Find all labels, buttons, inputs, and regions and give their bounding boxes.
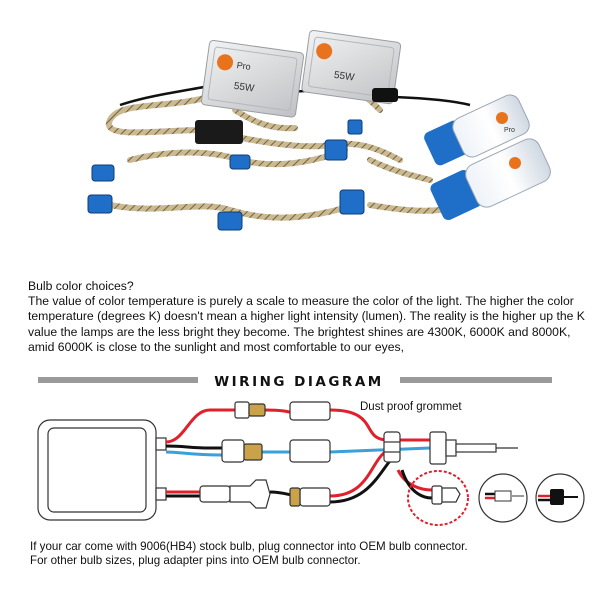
wires bbox=[165, 408, 433, 504]
brand-logo-icon bbox=[316, 43, 333, 60]
description-body: The value of color temperature is purely… bbox=[28, 294, 585, 354]
title-bar-left bbox=[38, 377, 198, 383]
description-block: Bulb color choices? The value of color t… bbox=[28, 279, 588, 355]
grommet bbox=[383, 431, 401, 463]
bulb-connector-detail bbox=[431, 485, 461, 505]
hid-bulb-lower bbox=[430, 138, 551, 221]
black-connector bbox=[372, 88, 398, 102]
title-bar-right bbox=[400, 377, 552, 383]
grommet-label: Dust proof grommet bbox=[360, 401, 462, 413]
ballast-right: 55W bbox=[301, 30, 402, 105]
footer-line-1: If your car come with 9006(HB4) stock bu… bbox=[30, 540, 468, 553]
connectors bbox=[199, 401, 331, 509]
footer-line-2: For other bulb sizes, plug adapter pins … bbox=[30, 553, 361, 567]
highlight-circle bbox=[407, 470, 469, 526]
inset-connector-2 bbox=[535, 473, 585, 523]
ballast-outline bbox=[37, 419, 167, 521]
ballast-wattage-text: 55W bbox=[333, 70, 355, 84]
blue-connectors bbox=[87, 119, 365, 231]
brand-logo-icon bbox=[509, 157, 521, 169]
ballast-left: Pro 55W bbox=[200, 40, 305, 118]
hid-bulb-upper: Pro bbox=[424, 94, 530, 166]
ballast-brand-text: Pro bbox=[236, 60, 251, 72]
wiring-diagram-title: WIRING DIAGRAM bbox=[214, 374, 383, 390]
brand-logo-icon bbox=[496, 112, 508, 124]
bulb-brand-text: Pro bbox=[504, 127, 515, 134]
ballast-wattage-text: 55W bbox=[233, 81, 255, 95]
brand-logo-icon bbox=[217, 54, 234, 71]
inset-connector-1 bbox=[478, 473, 528, 523]
relay-box bbox=[195, 120, 243, 144]
description-heading: Bulb color choices? bbox=[28, 279, 134, 293]
bulb-outline bbox=[429, 431, 518, 465]
footer-notes: If your car come with 9006(HB4) stock bu… bbox=[30, 540, 590, 567]
product-photo: Pro 55W 55W Pro bbox=[87, 30, 551, 231]
wiring-diagram: WIRING DIAGRAM bbox=[37, 374, 585, 526]
